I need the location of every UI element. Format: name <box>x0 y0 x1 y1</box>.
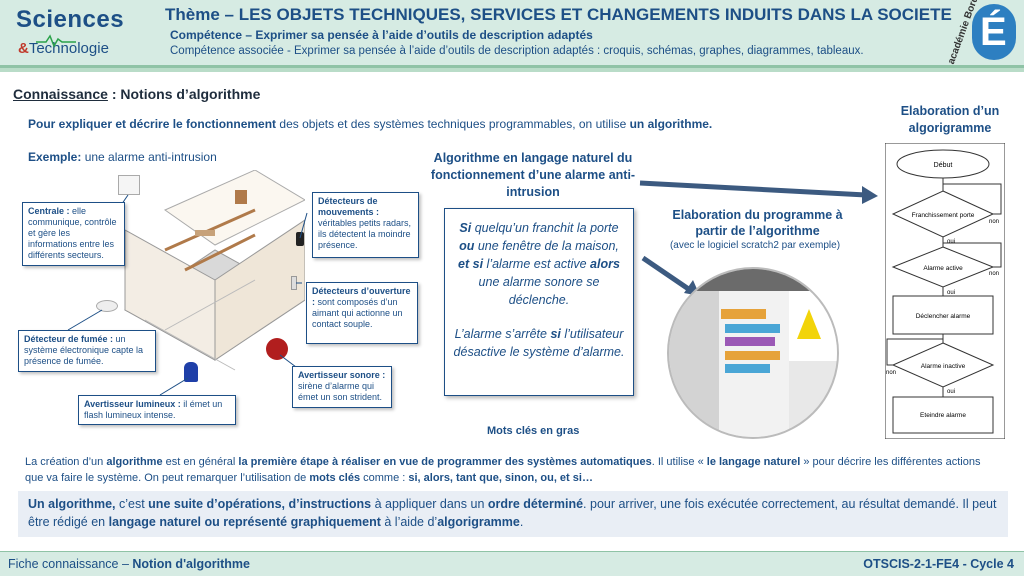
page-title: Thème – LES OBJETS TECHNIQUES, SERVICES … <box>165 5 952 24</box>
flow-oui-2: oui <box>947 290 955 296</box>
flow-non-3: non <box>886 370 896 376</box>
algorithme-paragraph-2: L’alarme s’arrête si l’utilisateur désac… <box>453 327 625 359</box>
scratch-menubar <box>669 269 837 291</box>
footer-right: OTSCIS-2-1-FE4 - Cycle 4 <box>863 557 1014 571</box>
creation-paragraph: La création d’un algorithme est en génér… <box>25 456 981 484</box>
definition-box: Un algorithme, c’est une suite d’opérati… <box>18 491 1008 537</box>
programme-title: Elaboration du programme à partir de l’a… <box>672 208 843 238</box>
centrale-device-icon <box>118 175 140 195</box>
flash-light-icon <box>184 362 198 382</box>
connaissance-heading: Connaissance : Notions d’algorithme <box>13 86 261 102</box>
flow-franchissement: Franchissement porte <box>912 212 975 219</box>
flow-non-1: non <box>989 219 999 225</box>
competence-associee: Compétence associée - Exprimer sa pensée… <box>170 45 864 57</box>
algorithme-paragraph-1: Si quelqu’un franchit la porte ou une fe… <box>458 221 620 307</box>
header-divider <box>0 68 1024 72</box>
intro-text: Pour expliquer et décrire le fonctionnem… <box>28 117 713 131</box>
smoke-detector-icon <box>96 300 118 312</box>
flow-non-2: non <box>989 271 999 277</box>
sciences-technologie-logo: Sciences &Technologie <box>8 6 143 62</box>
flow-alarme-inactive: Alarme inactive <box>921 363 966 370</box>
siren-icon <box>266 338 288 360</box>
flow-debut: Début <box>934 162 953 169</box>
flow-declencher: Déclencher alarme <box>916 313 971 320</box>
heartbeat-icon <box>36 34 76 48</box>
scratch-block <box>725 364 770 373</box>
mots-cles-note: Mots clés en gras <box>487 425 580 437</box>
avertisseur-sonore-box: Avertisseur sonore :sirène d’alarme qui … <box>292 366 392 408</box>
footer-left: Fiche connaissance – Notion d'algorithme <box>8 557 250 571</box>
academie-letter: É <box>980 10 1007 54</box>
flow-alarme-active: Alarme active <box>923 265 963 272</box>
algorithme-box: Si quelqu’un franchit la porte ou une fe… <box>444 208 634 396</box>
header-banner: Sciences &Technologie Thème – LES OBJETS… <box>0 0 1024 68</box>
motion-detector-icon <box>296 232 304 246</box>
detecteurs-mouvements-box: Détecteurs de mouvements :véritables pet… <box>312 192 419 258</box>
house-illustration <box>124 170 305 371</box>
academie-circle <box>972 4 1016 60</box>
detecteur-fumee-box: Détecteur de fumée : un système électron… <box>18 330 156 372</box>
algorithme-title: Algorithme en langage naturel du fonctio… <box>430 151 636 199</box>
logo-line1: Sciences <box>16 6 125 33</box>
flow-eteindre: Eteindre alarme <box>920 412 966 419</box>
academie-bordeaux-logo: É académie Bordeaux <box>942 0 1020 66</box>
detecteurs-ouverture-box: Détecteurs d’ouverture : sont composés d… <box>306 282 418 344</box>
centrale-box: Centrale : elle communique, contrôle et … <box>22 202 125 266</box>
algorigramme-title: Elaboration d’un algorigramme <box>900 104 1000 135</box>
competence: Compétence – Exprimer sa pensée à l’aide… <box>170 28 593 42</box>
programme-subtitle: (avec le logiciel scratch2 par exemple) <box>669 240 841 251</box>
scratch-palette <box>669 291 719 437</box>
avertisseur-lumineux-box: Avertisseur lumineux : il émet un flash … <box>78 395 236 425</box>
scratch-block <box>725 324 780 333</box>
scratch-sprite-light <box>797 309 821 339</box>
scratch-block <box>725 337 775 346</box>
scratch-block <box>721 309 766 319</box>
scratch-block <box>725 351 780 360</box>
footer-bar: Fiche connaissance – Notion d'algorithme… <box>0 551 1024 576</box>
scratch-screenshot <box>667 267 839 439</box>
flow-oui-1: oui <box>947 239 955 245</box>
logo-line2: &Technologie <box>18 40 109 57</box>
algorigramme-flowchart: Début Franchissement porte Alarme active… <box>885 143 1005 439</box>
exemple-text: Exemple: une alarme anti-intrusion <box>28 150 217 164</box>
flow-oui-3: oui <box>947 389 955 395</box>
